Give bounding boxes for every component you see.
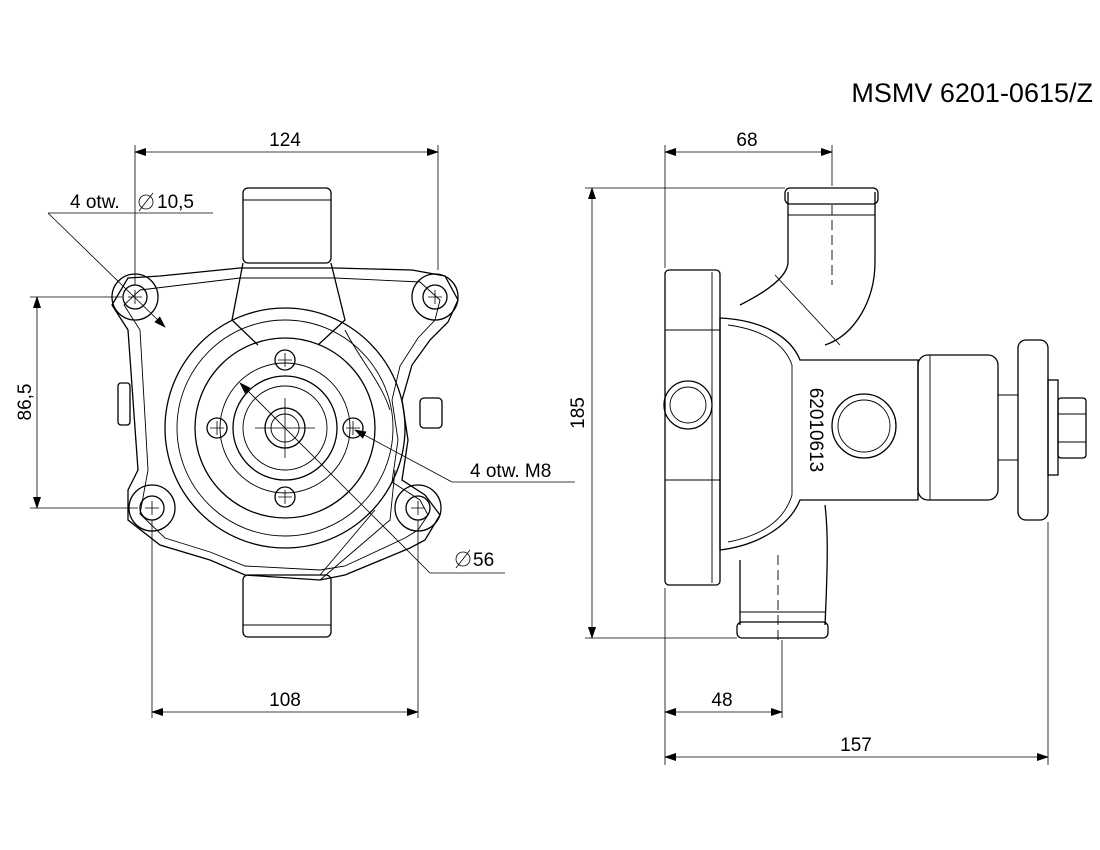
front-top-pipe [242,187,332,264]
side-housing [719,317,919,551]
holes-count-label: 4 otw. [70,192,120,213]
drawing-title: MSMV 6201-0615/Z [851,78,1093,108]
thread-holes-label: 4 otw. M8 [470,461,551,482]
front-view: 124 108 86,5 4 otw. 10,5 4 otw. M8 56 [15,130,575,718]
m8-hole-bottom [274,486,296,508]
dim-front-width-top: 124 [269,130,301,151]
holes-diameter-label: 10,5 [157,192,194,213]
dim-side-width-top: 68 [736,130,757,151]
m8-holes [206,349,364,508]
dim-side-height: 185 [568,397,589,429]
m8-hole-left [206,417,228,439]
dim-front-height: 86,5 [15,384,36,421]
front-volute [164,307,406,549]
side-nut [1057,397,1087,459]
front-bottom-pipe [242,574,332,638]
m8-hole-top [274,349,296,371]
bore-diameter-label: 56 [473,550,494,571]
front-hub-outer [194,337,376,519]
side-port [831,393,897,459]
diameter-symbol-icon [455,549,471,569]
m8-hole-right [342,417,364,439]
side-view: 62010613 68 185 48 157 [568,130,1087,765]
part-number: 62010613 [805,388,826,473]
side-boss [663,380,713,430]
front-left-boss [117,382,131,426]
side-shaft [1047,379,1059,476]
front-flange-outline [111,267,459,581]
side-bearing-housing [917,354,999,501]
dim-side-width-total: 157 [840,735,872,756]
dim-front-width-bottom: 108 [269,690,301,711]
side-pulley-flange [1017,339,1049,521]
diameter-symbol-icon [138,192,154,212]
mounting-hole-tr [411,273,459,321]
front-right-boss [419,397,443,429]
side-bottom-elbow [739,504,828,626]
dim-side-width-inner: 48 [711,690,732,711]
